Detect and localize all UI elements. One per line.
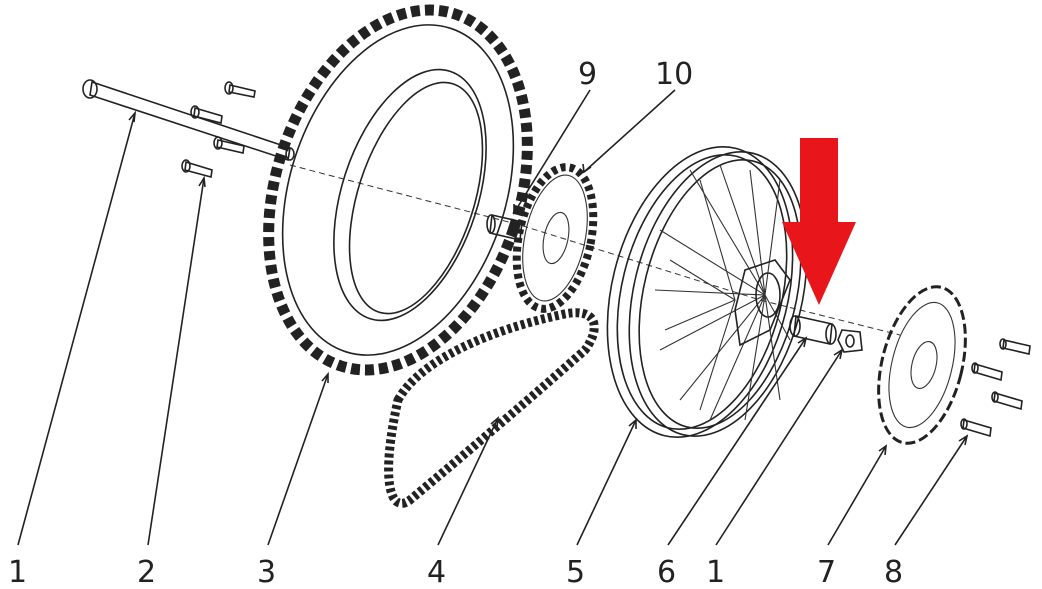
callout-8: 8 (884, 555, 903, 589)
callout-1-nut: 1 (706, 555, 725, 589)
callout-9: 9 (578, 57, 597, 92)
tyre (263, 4, 533, 376)
wheel-bushing (789, 315, 837, 345)
sprocket (512, 163, 598, 313)
brake-disc (877, 285, 967, 445)
chain (384, 308, 599, 508)
callout-4: 4 (427, 555, 446, 589)
callout-7: 7 (817, 555, 836, 589)
axle-nut (837, 329, 863, 353)
leader-lines (17, 89, 969, 546)
callout-5: 5 (566, 555, 585, 589)
spoked-wheel (606, 146, 808, 438)
axle (82, 79, 295, 162)
callout-10: 10 (655, 57, 693, 92)
callout-6: 6 (657, 555, 676, 589)
callout-2: 2 (137, 555, 156, 589)
axle-bolts (181, 81, 256, 179)
disc-bolts (960, 338, 1031, 438)
callout-1: 1 (8, 555, 27, 589)
down-arrow-icon (782, 138, 856, 305)
callout-3: 3 (257, 555, 276, 589)
